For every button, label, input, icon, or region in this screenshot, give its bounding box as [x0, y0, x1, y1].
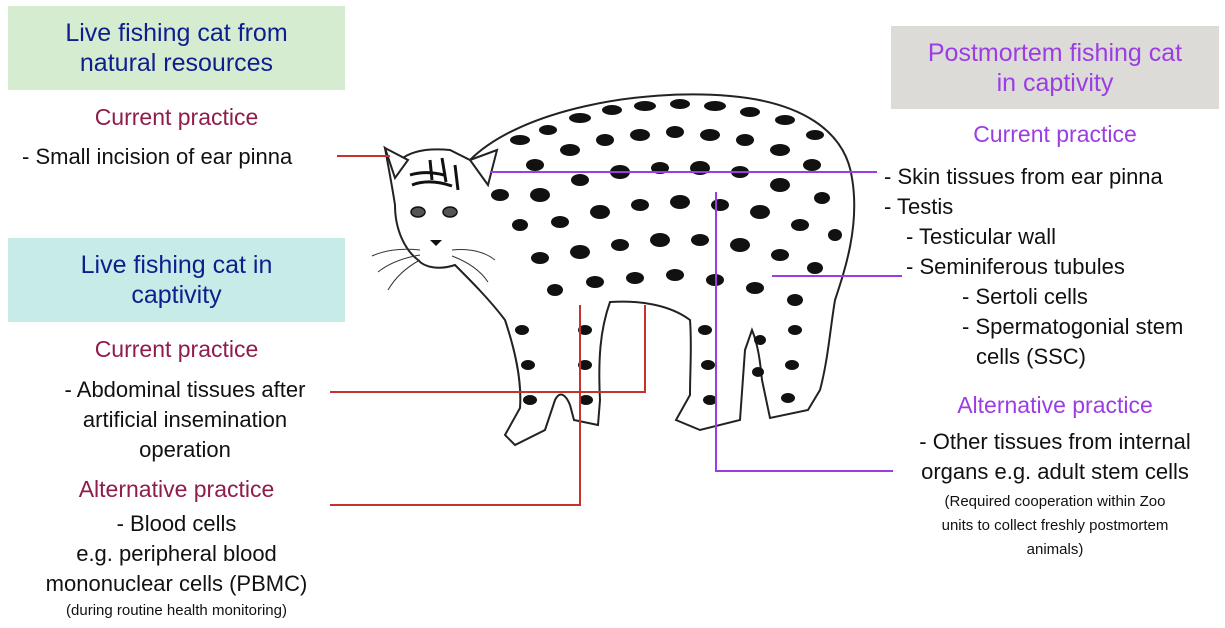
postmortem-alt-note2: units to collect freshly postmortem: [891, 514, 1219, 537]
captivity-title-line2: captivity: [81, 280, 273, 310]
captivity-alternative-practice-heading: Alternative practice: [8, 476, 345, 503]
postmortem-alt-note3: animals): [891, 538, 1219, 561]
connector-internal-organs: [716, 192, 893, 471]
postmortem-alt-line2: organs e.g. adult stem cells: [891, 457, 1219, 487]
postmortem-item-seminiferous: - Seminiferous tubules: [906, 252, 1125, 282]
connector-blood: [330, 305, 580, 505]
natural-resources-title-box: Live fishing cat from natural resources: [8, 6, 345, 90]
captivity-current-line1: - Abdominal tissues after: [35, 375, 335, 405]
postmortem-alt-line1: - Other tissues from internal: [891, 427, 1219, 457]
postmortem-item-ssc-line1: - Spermatogonial stem: [962, 312, 1183, 342]
postmortem-title-line2: in captivity: [928, 68, 1182, 98]
captivity-alt-line2: e.g. peripheral blood: [8, 539, 345, 569]
natural-current-practice-heading: Current practice: [8, 104, 345, 131]
postmortem-alt-note1: (Required cooperation within Zoo: [891, 490, 1219, 513]
postmortem-current-practice-heading: Current practice: [891, 121, 1219, 148]
captivity-current-line3: operation: [35, 435, 335, 465]
captivity-title-box: Live fishing cat in captivity: [8, 238, 345, 322]
captivity-title-line1: Live fishing cat in: [81, 250, 273, 280]
captivity-alt-line3: mononuclear cells (PBMC): [8, 569, 345, 599]
postmortem-title-box: Postmortem fishing cat in captivity: [891, 26, 1219, 109]
postmortem-item-testicular-wall: - Testicular wall: [906, 222, 1056, 252]
postmortem-title-line1: Postmortem fishing cat: [928, 38, 1182, 68]
captivity-current-practice-heading: Current practice: [8, 336, 345, 363]
postmortem-item-ssc-line2: cells (SSC): [976, 342, 1086, 372]
captivity-alt-note: (during routine health monitoring): [8, 599, 345, 622]
captivity-alt-line1: - Blood cells: [8, 509, 345, 539]
natural-current-item: - Small incision of ear pinna: [22, 142, 292, 172]
captivity-current-line2: artificial insemination: [35, 405, 335, 435]
natural-title-line1: Live fishing cat from: [65, 18, 287, 48]
postmortem-item-skin: - Skin tissues from ear pinna: [884, 162, 1163, 192]
natural-title-line2: natural resources: [65, 48, 287, 78]
postmortem-item-sertoli: - Sertoli cells: [962, 282, 1088, 312]
postmortem-item-testis: - Testis: [884, 192, 953, 222]
connector-abdominal: [330, 305, 645, 392]
postmortem-alternative-practice-heading: Alternative practice: [891, 392, 1219, 419]
